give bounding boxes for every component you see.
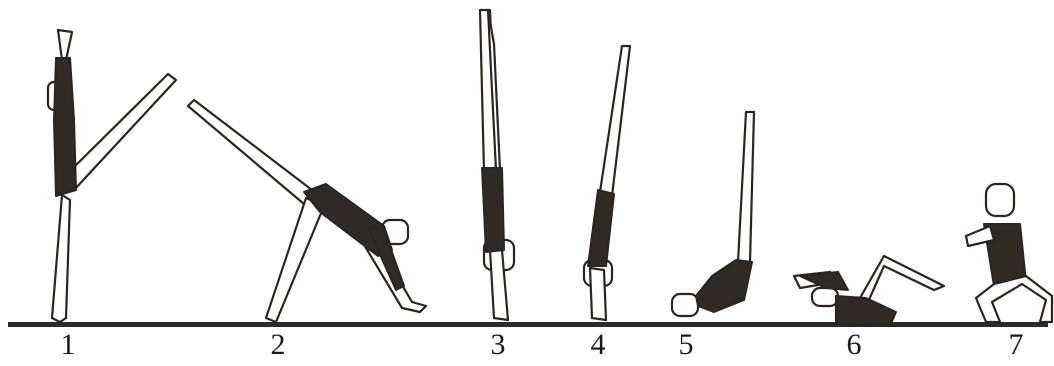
figure-6-tuck-on-back (794, 256, 944, 326)
figure-2-walkover (188, 100, 426, 322)
figure-5-roll (672, 112, 754, 316)
figure-3-number: 3 (491, 330, 506, 360)
figure-1-scale-pose (48, 30, 176, 322)
figure-7-squat (966, 184, 1052, 322)
figure-4-handstand-tilt (584, 46, 630, 320)
figure-7-number: 7 (1009, 330, 1024, 360)
figure-3-handstand (480, 10, 514, 320)
figure-2-number: 2 (271, 330, 286, 360)
figure-1-number: 1 (61, 330, 76, 360)
figure-4-number: 4 (591, 330, 606, 360)
figure-6-number: 6 (847, 330, 862, 360)
figure-5-number: 5 (679, 330, 694, 360)
